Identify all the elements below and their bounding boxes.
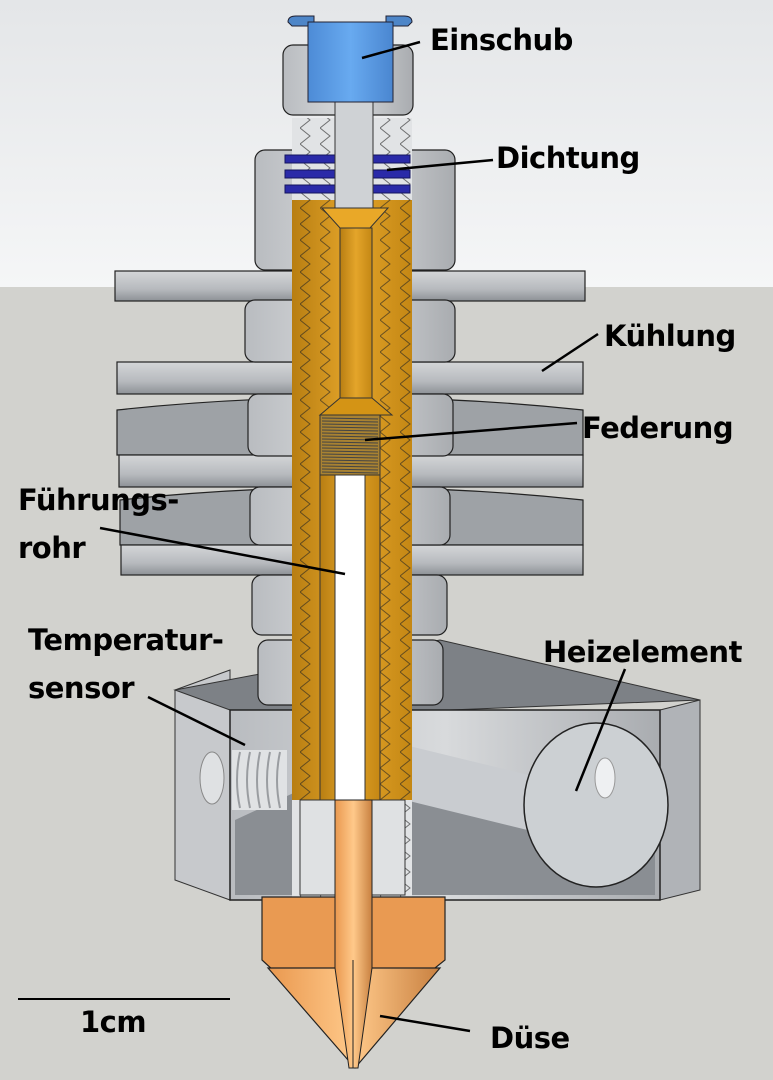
leader-fuehrungsrohr (99, 526, 346, 576)
spring-coil (321, 444, 379, 447)
label-federung: Federung (582, 411, 734, 445)
spring-coil (321, 447, 379, 450)
guide-tube (334, 474, 366, 806)
label-fuehrungsrohr-line1: Führungs- (18, 483, 179, 517)
leader-kuehlung (541, 332, 599, 373)
leader-heizelement (574, 668, 627, 792)
spring-coil (321, 465, 379, 468)
label-dichtung: Dichtung (496, 141, 640, 175)
label-einschub: Einschub (430, 23, 573, 57)
spring-coil (321, 420, 379, 423)
heater-cartridge (523, 722, 669, 888)
label-heizelement: Heizelement (543, 635, 742, 669)
scale-bar-label: 1cm (80, 1005, 147, 1039)
label-temperatursensor-line1: Temperatur- (28, 623, 224, 657)
label-temperatursensor-line2: sensor (28, 671, 135, 705)
spring-coil (321, 462, 379, 465)
spring-coil (321, 450, 379, 453)
label-kuehlung: Kühlung (604, 319, 736, 353)
spring-coil (321, 417, 379, 420)
leader-federung (364, 421, 578, 442)
leader-duese (379, 1014, 471, 1033)
inner-bore-upper (334, 99, 374, 211)
spring-coil (321, 459, 379, 462)
spring-coil (321, 453, 379, 456)
spring-coil (321, 423, 379, 426)
leader-einschub (361, 40, 421, 60)
spring-coil (321, 429, 379, 432)
spring-coil (321, 441, 379, 444)
spring-coil (321, 456, 379, 459)
spring-coil (321, 468, 379, 471)
leader-temperatursensor (147, 695, 246, 747)
spring-coil (321, 432, 379, 435)
spring (319, 414, 381, 476)
label-duese: Düse (490, 1021, 570, 1055)
spring-coil (321, 426, 379, 429)
brass-tube (339, 227, 373, 399)
spring-coil (321, 471, 379, 474)
label-fuehrungsrohr-line2: rohr (18, 531, 86, 565)
push-fit-insert (287, 15, 413, 103)
leader-lines (99, 40, 627, 1033)
nozzle-bore (334, 799, 373, 1069)
spring-coil (321, 435, 379, 438)
leader-dichtung (386, 158, 494, 172)
